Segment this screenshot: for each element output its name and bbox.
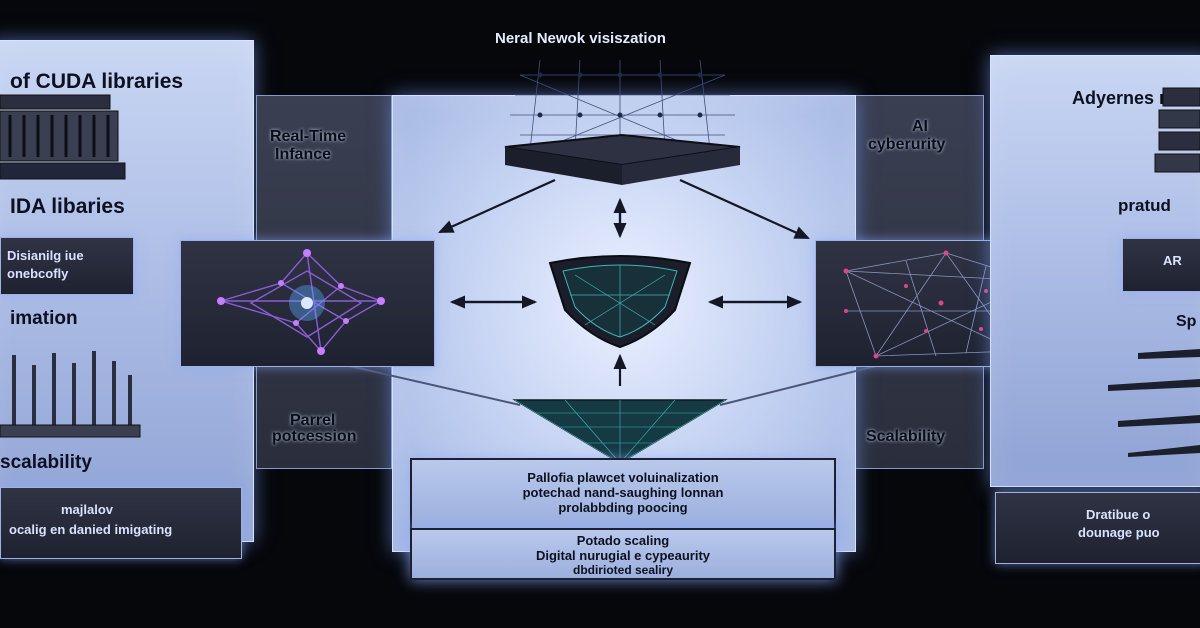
center-info-box-2: Potado scaling Digital nurugial e cypeau… <box>410 528 836 580</box>
stack-server-icon <box>1155 88 1200 188</box>
center-box1-line-3: prolabbding poocing <box>412 500 834 515</box>
layered-bars-icon <box>1108 345 1200 465</box>
graph-network-box <box>180 240 435 367</box>
star-network-icon <box>181 241 434 366</box>
right-info-text: AR <box>1163 253 1182 268</box>
right-footer-line-1: Dratibue o <box>1086 507 1150 522</box>
center-box1-line-2: potechad nand-saughing lonnan <box>412 485 834 500</box>
pyramid-network-icon <box>515 395 725 465</box>
center-box2-line-1: Potado scaling <box>412 533 834 548</box>
right-heading-2: pratud <box>1118 196 1171 216</box>
security-shield-icon <box>545 255 695 350</box>
right-heading-3: Sp <box>1176 313 1196 331</box>
right-footer-line-2: dounage puo <box>1078 525 1160 540</box>
right-info-box: AR <box>1122 238 1200 292</box>
center-box1-line-1: Pallofia plawcet voluinalization <box>412 470 834 485</box>
center-box2-line-3: dbdirioted sealiry <box>412 563 834 577</box>
center-box2-line-2: Digital nurugial e cypeaurity <box>412 548 834 563</box>
right-footer-box: Dratibue o dounage puo <box>995 492 1200 564</box>
center-info-box-1: Pallofia plawcet voluinalization potecha… <box>410 458 836 530</box>
